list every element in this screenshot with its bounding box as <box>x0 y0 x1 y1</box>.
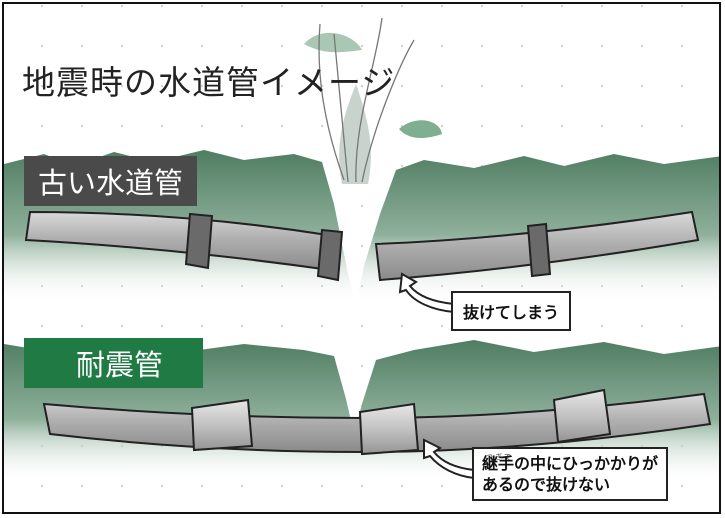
quake-resistant-pipe-label: 耐震管 <box>24 338 204 388</box>
old-pipe-label: 古い水道管 <box>24 156 198 206</box>
new-pipe-joint-2 <box>358 402 420 456</box>
callout-ruby: つぎて <box>486 453 513 461</box>
diagram-title: 地震時の水道管イメージ <box>22 63 396 102</box>
old-pipe-right <box>374 210 700 282</box>
old-pipe-left <box>24 210 344 282</box>
old-pipe-joint-2 <box>316 228 344 282</box>
old-pipe-callout: 抜けてしまう <box>451 291 572 331</box>
callout-arrow-old <box>398 272 455 314</box>
old-pipe-joint-1 <box>184 212 214 270</box>
callout-line-1: 継手の中にひっかかりが <box>482 454 659 473</box>
quake-resistant-callout: つぎて 継手の中にひっかかりが あるので抜けない <box>472 447 669 501</box>
callout-line-2: あるので抜けない <box>482 475 611 494</box>
new-pipe-joint-1 <box>190 398 254 452</box>
water-splash <box>304 17 442 184</box>
old-pipe-joint-3 <box>526 222 552 278</box>
new-pipe-joint-3 <box>552 388 612 444</box>
callout-arrow-new <box>423 438 475 480</box>
quake-resistant-pipe <box>42 388 712 456</box>
